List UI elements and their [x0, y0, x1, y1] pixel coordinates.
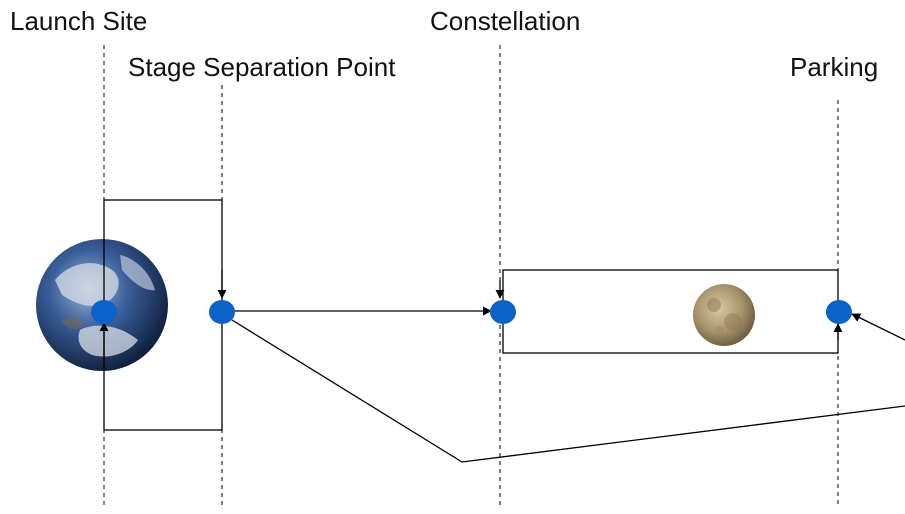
- label-launch-site: Launch Site: [10, 6, 148, 36]
- moon-icon: [693, 284, 755, 346]
- lunar-orbit-box: [502, 269, 839, 354]
- node-launch-site: [91, 300, 117, 324]
- node-constellation: [490, 300, 516, 324]
- arrow-return-to-parking: [851, 313, 905, 341]
- label-stage-separation-point: Stage Separation Point: [128, 52, 396, 82]
- node-parking: [826, 300, 852, 324]
- node-stage-separation: [209, 300, 235, 324]
- return-trajectory: [231, 319, 905, 463]
- label-parking: Parking: [790, 52, 879, 82]
- label-constellation: Constellation: [430, 6, 581, 36]
